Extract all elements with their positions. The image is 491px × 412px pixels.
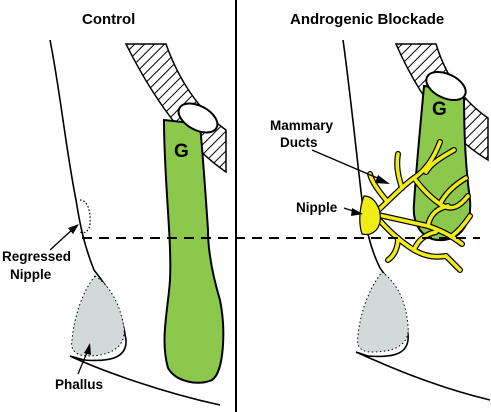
right-gland-body bbox=[412, 84, 472, 242]
right-panel-title: Androgenic Blockade bbox=[290, 11, 444, 28]
mammary-ducts-label-line1: Mammary bbox=[270, 118, 334, 133]
nipple-arrowhead bbox=[351, 208, 363, 216]
left-gland-body bbox=[162, 118, 225, 384]
phallus-arrow bbox=[77, 349, 89, 375]
phallus-arrowhead bbox=[84, 343, 91, 355]
phallus-shape bbox=[71, 275, 125, 357]
nipple-shape bbox=[359, 195, 381, 236]
phallus-label: Phallus bbox=[55, 377, 103, 392]
right-gland-opening bbox=[425, 70, 467, 102]
mammary-ducts-arrowhead bbox=[375, 175, 390, 184]
regressed-nipple-label-line1: Regressed bbox=[2, 249, 71, 264]
mammary-ducts-arrow bbox=[311, 149, 383, 181]
regressed-nipple-shape bbox=[79, 199, 91, 234]
regressed-nipple-arrow bbox=[49, 227, 75, 251]
left-gland-label: G bbox=[174, 141, 189, 162]
left-panel-title: Control bbox=[82, 11, 135, 28]
mammary-ducts-label-line2: Ducts bbox=[280, 135, 318, 150]
right-lower-dotted-shape bbox=[357, 271, 409, 353]
regressed-nipple-arrowhead bbox=[68, 224, 79, 234]
nipple-label: Nipple bbox=[296, 200, 338, 215]
regressed-nipple-label-line2: Nipple bbox=[10, 267, 52, 282]
right-gland-label: G bbox=[432, 99, 447, 120]
left-gland-opening bbox=[177, 102, 219, 134]
mammary-ducts bbox=[367, 139, 473, 273]
